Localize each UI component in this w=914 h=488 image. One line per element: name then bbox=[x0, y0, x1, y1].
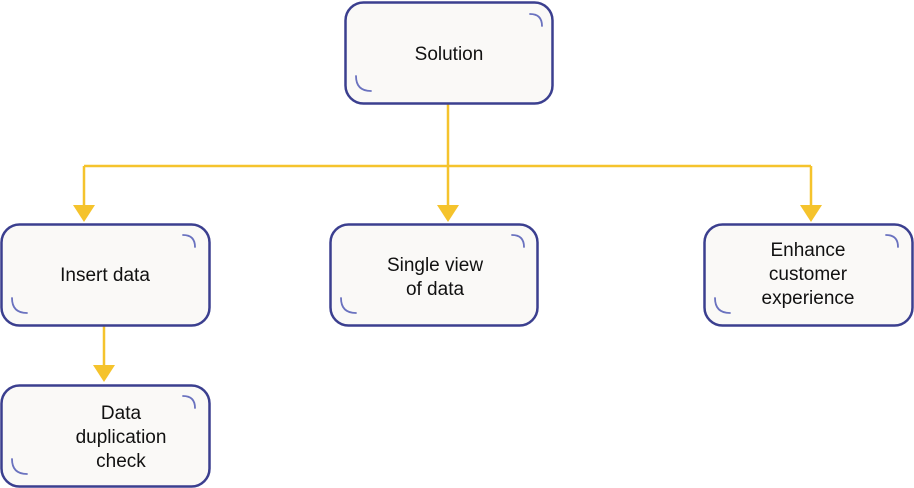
node-label-line: Insert data bbox=[60, 265, 150, 286]
node-label-line: Data bbox=[101, 403, 142, 424]
svg-text:Solution: Solution bbox=[415, 44, 484, 65]
node-data-duplication-check: Data duplication check bbox=[0, 384, 211, 488]
node-label-line: Single view bbox=[387, 255, 483, 276]
corner-accent-top-right bbox=[182, 234, 196, 248]
arrowhead-single-view bbox=[437, 205, 459, 222]
node-enhance-customer-experience: Enhance customer experience bbox=[703, 223, 914, 327]
svg-text:of data: of data bbox=[406, 279, 465, 300]
svg-text:Data: Data bbox=[101, 403, 142, 424]
arrowhead-insert-data bbox=[73, 205, 95, 222]
corner-accent-top-right bbox=[182, 395, 196, 409]
node-single-view: Single view of data bbox=[329, 223, 539, 327]
corner-accent-top-right bbox=[511, 234, 525, 248]
arrowhead-enhance bbox=[800, 205, 822, 222]
node-label-line: Enhance bbox=[770, 240, 845, 261]
svg-text:duplication: duplication bbox=[76, 427, 167, 448]
corner-accent-bottom-left bbox=[340, 297, 357, 314]
svg-text:customer: customer bbox=[769, 264, 848, 285]
node-label-line: Solution bbox=[415, 44, 484, 65]
node-label-line: duplication bbox=[76, 427, 167, 448]
svg-text:experience: experience bbox=[762, 288, 855, 309]
node-solution: Solution bbox=[344, 1, 554, 105]
connectors bbox=[73, 104, 822, 382]
svg-text:check: check bbox=[96, 451, 146, 472]
node-insert-data: Insert data bbox=[0, 223, 211, 327]
corner-accent-top-right bbox=[885, 234, 899, 248]
arrowhead-dedup bbox=[93, 365, 115, 382]
node-label-line: experience bbox=[762, 288, 855, 309]
node-label-line: check bbox=[96, 451, 146, 472]
svg-text:Enhance: Enhance bbox=[770, 240, 845, 261]
svg-text:Single view: Single view bbox=[387, 255, 483, 276]
node-label-line: customer bbox=[769, 264, 848, 285]
svg-text:Insert data: Insert data bbox=[60, 265, 150, 286]
corner-accent-bottom-left bbox=[714, 297, 731, 314]
corner-accent-top-right bbox=[529, 13, 543, 27]
corner-accent-bottom-left bbox=[11, 458, 28, 475]
node-label-line: of data bbox=[406, 279, 465, 300]
corner-accent-bottom-left bbox=[11, 297, 28, 314]
corner-accent-bottom-left bbox=[355, 75, 372, 92]
